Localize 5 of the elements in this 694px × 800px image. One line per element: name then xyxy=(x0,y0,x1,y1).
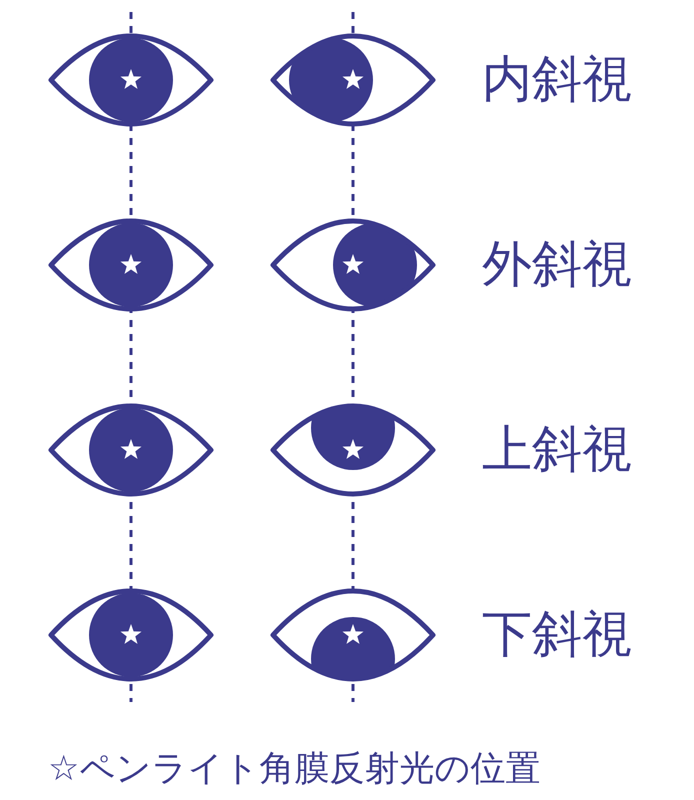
condition-label: 外斜視 xyxy=(482,239,632,289)
caption: ☆ペンライト角膜反射光の位置 xyxy=(48,752,540,787)
condition-label: 下斜視 xyxy=(482,609,632,659)
condition-label: 上斜視 xyxy=(482,424,632,474)
condition-label: 内斜視 xyxy=(482,54,632,104)
